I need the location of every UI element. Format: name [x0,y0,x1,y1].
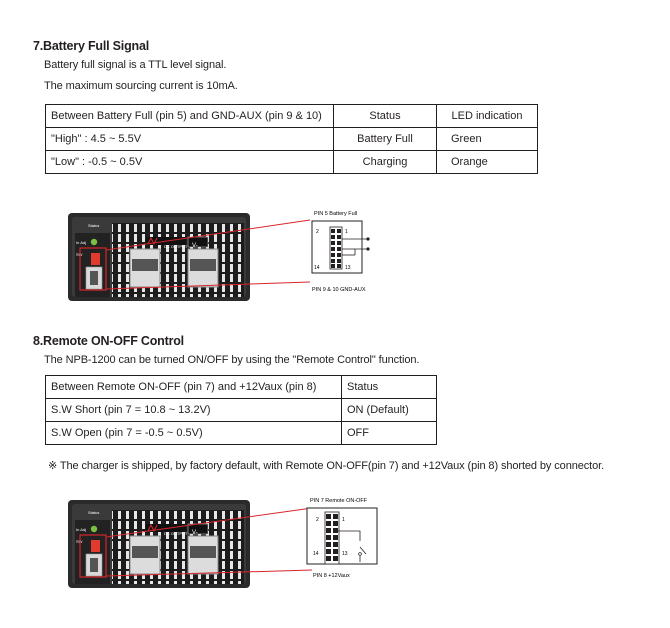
table-cell: ON (Default) [341,398,437,422]
table-cell: "High" : 4.5 ~ 5.5V [45,127,334,151]
section-7-title: 7.Battery Full Signal [33,39,149,53]
table-header-cell: Status [333,104,437,128]
pin-label-13: 13 [345,265,351,271]
table-cell: S.W Open (pin 7 = -0.5 ~ 0.5V) [45,421,342,445]
charger-image-2: Status In Adj SW DC OUTPUT V- [67,499,251,589]
table-header-row: Between Remote ON-OFF (pin 7) and +12Vau… [45,375,437,399]
sourcing-current-desc: The maximum sourcing current is 10mA. [44,80,238,92]
pin-label-1: 1 [345,229,348,235]
pin-label-2: 2 [316,517,319,523]
pin-label-14: 14 [314,265,320,271]
table-header-row: Between Battery Full (pin 5) and GND-AUX… [45,104,538,128]
pin-label-2: 2 [316,229,319,235]
table-cell: Green [436,127,538,151]
table-cell: Orange [436,150,538,174]
table-cell: S.W Short (pin 7 = 10.8 ~ 13.2V) [45,398,342,422]
section-8-title: 8.Remote ON-OFF Control [33,334,184,348]
device-dc-output-label: DC OUTPUT [164,244,188,249]
remote-control-desc: The NPB-1200 can be turned ON/OFF by usi… [44,354,420,366]
table-header-cell: Between Battery Full (pin 5) and GND-AUX… [45,104,334,128]
pin-label-14: 14 [313,551,319,557]
factory-default-note: ※ The charger is shipped, by factory def… [48,460,605,472]
device-v-minus-label: V- [192,243,198,249]
pin-label-13: 13 [342,551,348,557]
link-line [105,219,311,251]
battery-full-pin-label: PIN 5 Battery Full [314,211,357,217]
link-line [105,281,311,290]
device-in-adj-label: In Adj [76,240,86,245]
connector-highlight-1 [79,247,107,291]
device-dc-output-label: DC OUTPUT [164,531,188,536]
table-header-cell: Status [341,375,437,399]
charger-image-1: Status In Adj SW DC OUTPUT V- [67,212,251,302]
connector-pinout-2 [306,507,378,565]
remote-onoff-table: Between Remote ON-OFF (pin 7) and +12Vau… [45,375,437,445]
device-in-adj-label: In Adj [76,527,86,532]
device-status-label: Status [88,223,99,228]
table-row: S.W Open (pin 7 = -0.5 ~ 0.5V) OFF [45,421,437,445]
table-cell: Battery Full [333,127,437,151]
link-line [105,507,313,538]
table-row: S.W Short (pin 7 = 10.8 ~ 13.2V) ON (Def… [45,398,437,422]
pin-label-1: 1 [342,517,345,523]
connector-pinout-1 [311,220,370,274]
connector-highlight-2 [79,534,107,578]
link-line [105,569,313,577]
gnd-aux-pin-label: PIN 9 & 10 GND-AUX [312,287,366,293]
table-row: "Low" : -0.5 ~ 0.5V Charging Orange [45,150,538,174]
table-row: "High" : 4.5 ~ 5.5V Battery Full Green [45,127,538,151]
aux-12v-pin-label: PIN 8 +12Vaux [313,573,350,579]
device-sw-label: SW [76,539,83,544]
table-cell: OFF [341,421,437,445]
battery-signal-desc: Battery full signal is a TTL level signa… [44,59,227,71]
device-status-label: Status [88,510,99,515]
table-cell: Charging [333,150,437,174]
battery-full-table: Between Battery Full (pin 5) and GND-AUX… [45,104,538,174]
table-header-cell: LED indication [436,104,538,128]
table-cell: "Low" : -0.5 ~ 0.5V [45,150,334,174]
device-sw-label: SW [76,252,83,257]
device-v-minus-label: V- [192,530,198,536]
remote-onoff-pin-label: PIN 7 Remote ON-OFF [310,498,368,504]
